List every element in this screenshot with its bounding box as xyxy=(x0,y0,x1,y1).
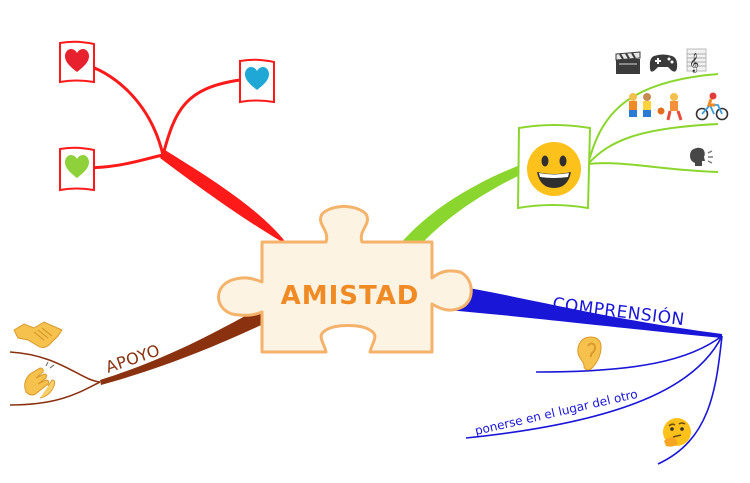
speaking-head-icon xyxy=(690,147,713,166)
happy-twig-3 xyxy=(587,162,719,173)
cyclist-icon xyxy=(695,92,729,121)
handshake-icon xyxy=(13,321,63,349)
comprension-twig-otro xyxy=(465,335,723,439)
children-playing-icon xyxy=(629,93,683,121)
svg-text:𝄞: 𝄞 xyxy=(689,53,699,73)
puzzle-shape xyxy=(217,205,473,354)
green-heart-icon xyxy=(65,155,89,178)
blue-heart-icon xyxy=(245,67,269,90)
happy-branch: 𝄞 xyxy=(400,48,729,252)
happy-twig-2 xyxy=(587,123,719,165)
love-branch-trunk xyxy=(160,150,300,252)
love-branch xyxy=(59,40,300,252)
comprension-twig-thinking xyxy=(657,335,723,465)
comprension-branch-trunk xyxy=(446,284,722,338)
apoyo-twig-handshake xyxy=(9,351,101,383)
grinning-face-card xyxy=(516,124,592,210)
clapping-hands-icon xyxy=(24,361,56,399)
apoyo-branch: APOYO xyxy=(9,305,272,406)
musical-score-icon: 𝄞 xyxy=(686,48,707,73)
comprension-sub-label: ponerse en el lugar del otro xyxy=(474,387,639,438)
love-branch-twig-right xyxy=(161,78,241,156)
ear-icon xyxy=(577,336,602,371)
central-puzzle-piece: AMISTAD xyxy=(217,205,473,354)
happy-twig-1 xyxy=(587,73,719,165)
red-heart-card xyxy=(59,40,95,84)
comprension-branch: COMPRENSIÓN ponerse en el lugar del otro xyxy=(446,284,723,465)
green-heart-card xyxy=(59,146,95,192)
clapper-board-icon xyxy=(615,51,641,74)
central-label: AMISTAD xyxy=(281,281,420,311)
thinking-face-icon xyxy=(663,418,691,447)
red-heart-icon xyxy=(65,49,89,72)
game-controller-icon xyxy=(649,54,678,72)
apoyo-twig-clap xyxy=(9,381,101,406)
grinning-face-icon xyxy=(527,142,581,196)
apoyo-branch-trunk xyxy=(100,305,272,385)
blue-heart-card xyxy=(239,58,275,104)
happy-branch-trunk xyxy=(400,165,522,252)
comprension-twig-ear xyxy=(535,335,723,373)
